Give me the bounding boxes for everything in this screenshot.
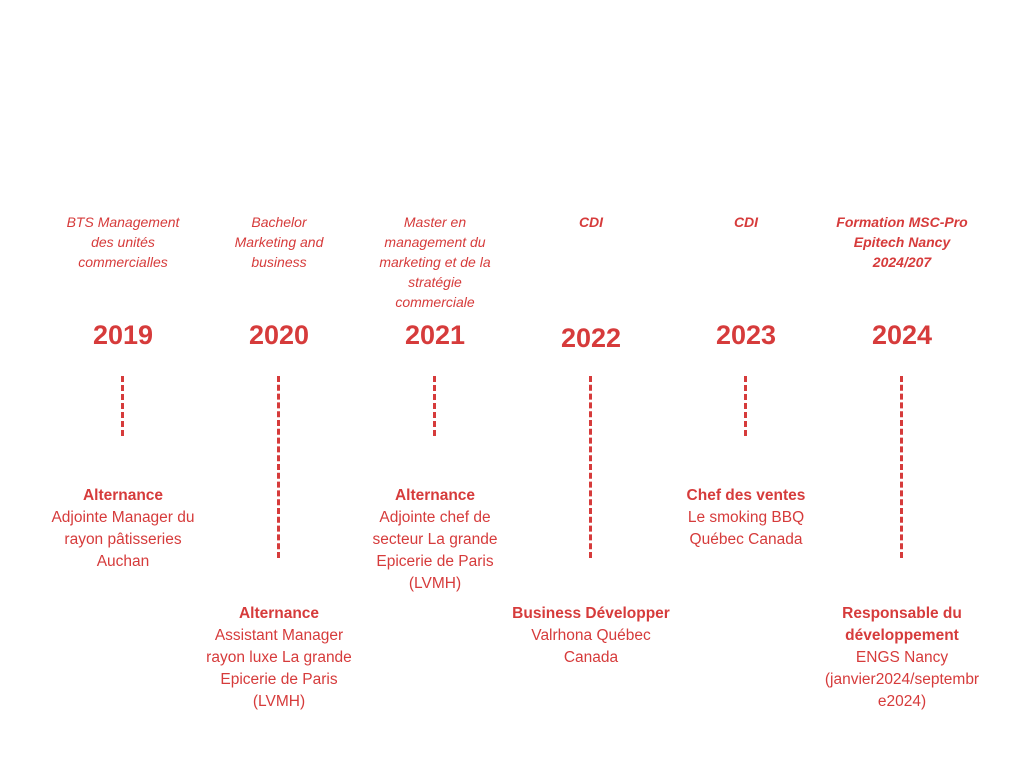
timeline-entry-2019: BTS Management des unités commercialles …: [38, 0, 208, 768]
dashed-connector: [900, 376, 903, 558]
entry-role-detail: Valrhona Québec Canada: [531, 627, 651, 666]
entry-year: 2024: [871, 320, 933, 350]
entry-caption: CDI: [733, 214, 759, 230]
entry-role-title: Chef des ventes: [686, 487, 806, 504]
entry-caption: BTS Management des unités commercialles: [66, 214, 180, 270]
entry-role-detail: Adjointe chef de secteur La grande Epice…: [372, 509, 498, 592]
entry-year: 2023: [715, 320, 777, 350]
timeline-entry-2021: Master en management du marketing et de …: [350, 0, 520, 768]
entry-description: Chef des ventes Le smoking BBQ Québec Can…: [651, 463, 841, 551]
entry-role-title: Alternance: [394, 487, 476, 504]
entry-caption: CDI: [578, 214, 604, 230]
entry-role-title: Alternance: [238, 605, 320, 622]
dashed-connector: [744, 376, 747, 436]
dashed-connector: [121, 376, 124, 436]
entry-year: 2020: [248, 320, 310, 350]
entry-role-detail: Assistant Manager rayon luxe La grande E…: [206, 627, 352, 710]
timeline-entry-2020: Bachelor Marketing and business 2020 Alt…: [194, 0, 364, 768]
timeline-entry-2024: Formation MSC-Pro Epitech Nancy 2024/207…: [817, 0, 987, 768]
entry-year: 2021: [404, 320, 466, 350]
entry-role-title: Business Développer: [512, 605, 670, 622]
dashed-connector: [433, 376, 436, 436]
entry-caption: Formation MSC-Pro Epitech Nancy 2024/207: [836, 214, 968, 270]
entry-role-title: Responsable du développement: [842, 605, 962, 644]
dashed-connector: [277, 376, 280, 558]
entry-caption: Bachelor Marketing and business: [234, 214, 324, 270]
entry-role-detail: Le smoking BBQ Québec Canada: [687, 509, 805, 548]
entry-caption: Master en management du marketing et de …: [379, 214, 491, 310]
dashed-connector: [589, 376, 592, 558]
entry-year: 2022: [560, 323, 622, 353]
entry-year: 2019: [92, 320, 154, 350]
entry-role-detail: ENGS Nancy (janvier2024/septembr e2024): [824, 649, 980, 710]
timeline-entry-2023: CDI 2023 Chef des ventes Le smoking BBQ Q…: [661, 0, 831, 768]
entry-role-detail: Adjointe Manager du rayon pâtisseries Au…: [51, 509, 195, 570]
entry-role-title: Alternance: [82, 487, 164, 504]
